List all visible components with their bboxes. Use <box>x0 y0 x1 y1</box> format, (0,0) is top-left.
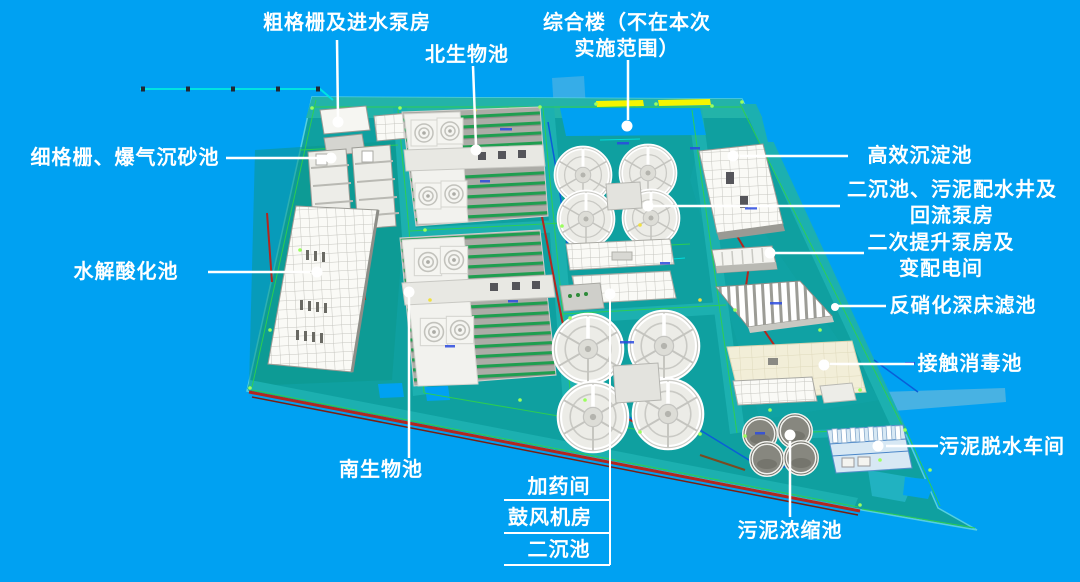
label-north-bio-pool: 北生物池 <box>425 44 509 66</box>
yellow-markers <box>596 99 711 107</box>
label-secondary-sed-small: 二沉池 <box>527 539 591 561</box>
north-bio-pool <box>401 106 549 227</box>
high-eff-sed-building <box>698 143 785 240</box>
label-blower-room: 鼓风机房 <box>508 507 592 529</box>
sludge-dewatering-building <box>826 424 913 474</box>
coarse-screen-pump-building <box>319 105 410 157</box>
label-sludge-dewater: 污泥脱水车间 <box>939 436 1065 458</box>
road-nodes <box>248 100 932 507</box>
label-fine-screen-grit: 细格栅、爆气沉砂池 <box>30 147 220 169</box>
south-bio-pool <box>399 229 557 387</box>
leader-dots <box>311 116 884 452</box>
dosing-label-ladder <box>504 297 611 566</box>
survey-line <box>140 86 334 101</box>
label-sludge-thickener: 污泥浓缩池 <box>737 520 843 542</box>
label-complex-building: 综合楼（不在本次 实施范围） <box>543 12 711 60</box>
dosing-blower-buildings <box>559 238 677 312</box>
label-coarse-screen-pump: 粗格栅及进水泵房 <box>263 12 431 34</box>
label-hydrolysis-tank: 水解酸化池 <box>73 261 179 283</box>
hydrolysis-tank-building <box>267 205 380 373</box>
label-contact-disinfect: 接触消毒池 <box>917 353 1023 375</box>
leader-lines <box>208 39 938 566</box>
contact-disinfection-building <box>726 340 867 406</box>
complex-building-site <box>378 108 935 499</box>
lift-pump-building <box>711 245 778 274</box>
label-lift-pump-power: 二次提升泵房及 变配电间 <box>867 232 1015 280</box>
label-secondary-sed-return: 二沉池、污泥配水井及 回流泵房 <box>847 179 1057 227</box>
north-clarifiers <box>556 146 678 246</box>
label-south-bio-pool: 南生物池 <box>339 459 423 481</box>
south-clarifiers <box>554 312 701 450</box>
label-dosing-room: 加药间 <box>527 476 591 498</box>
label-high-eff-sed: 高效沉淀池 <box>867 145 973 167</box>
label-denit-filter: 反硝化深床滤池 <box>889 295 1037 317</box>
